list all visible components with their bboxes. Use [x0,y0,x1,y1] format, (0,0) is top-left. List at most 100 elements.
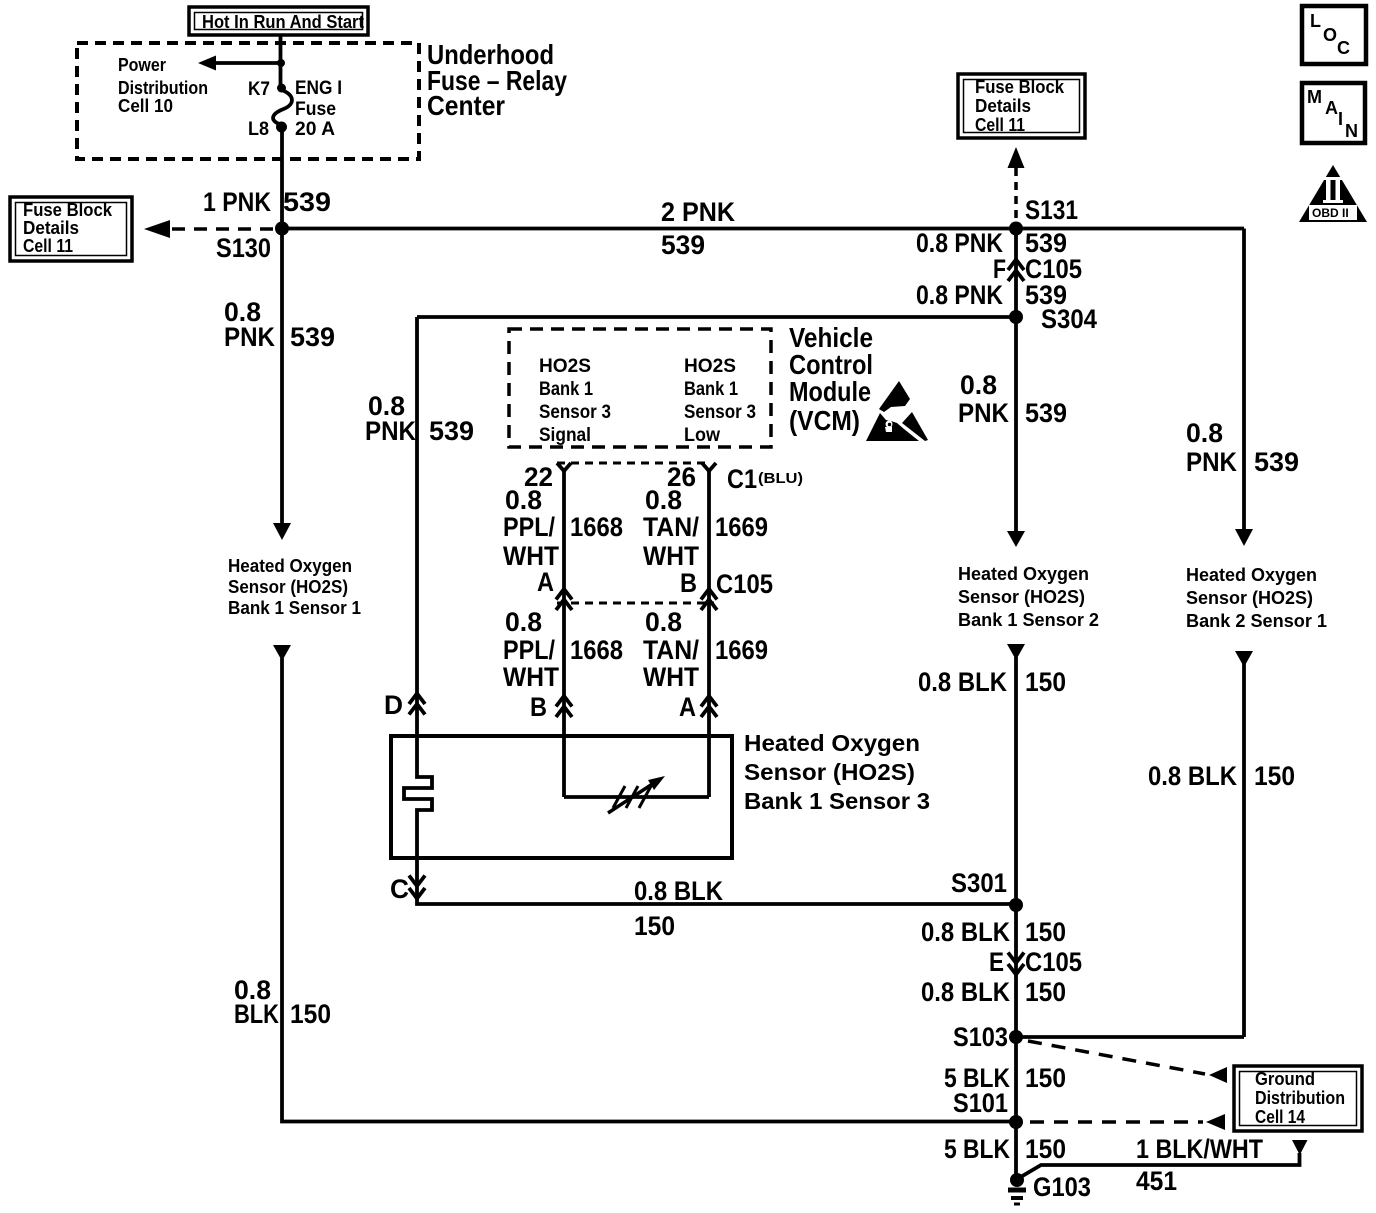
svg-text:Bank 1 Sensor 3: Bank 1 Sensor 3 [744,788,930,814]
svg-text:PPL/: PPL/ [503,512,555,542]
svg-text:S301: S301 [951,868,1007,898]
svg-text:Fuse: Fuse [295,99,336,120]
svg-text:C: C [1337,38,1350,58]
svg-text:Low: Low [684,425,720,446]
svg-text:C: C [390,874,409,904]
svg-text:Bank 1: Bank 1 [684,379,738,400]
svg-text:HO2S: HO2S [684,356,736,377]
svg-text:451: 451 [1136,1166,1177,1196]
svg-text:150: 150 [1025,667,1066,697]
svg-text:0.8: 0.8 [505,607,542,637]
svg-text:Ground: Ground [1255,1069,1315,1089]
svg-text:539: 539 [1025,228,1067,258]
svg-text:0.8 PNK: 0.8 PNK [916,280,1003,310]
svg-text:5 BLK: 5 BLK [944,1134,1010,1164]
svg-text:(VCM): (VCM) [789,405,860,436]
svg-text:150: 150 [1254,761,1295,791]
svg-text:0.8 BLK: 0.8 BLK [921,977,1010,1007]
svg-text:Heated Oxygen: Heated Oxygen [744,730,920,756]
svg-text:Heated Oxygen: Heated Oxygen [1186,565,1317,585]
svg-text:ENG I: ENG I [295,78,342,99]
svg-text:HO2S: HO2S [539,356,591,377]
svg-text:WHT: WHT [643,541,699,571]
svg-text:1669: 1669 [715,512,768,542]
svg-text:1668: 1668 [570,512,623,542]
svg-text:L: L [1310,11,1321,31]
svg-text:Control: Control [789,349,873,380]
svg-text:S130: S130 [216,233,271,263]
svg-text:0.8 PNK: 0.8 PNK [916,228,1003,258]
svg-text:150: 150 [1025,1134,1066,1164]
svg-text:20 A: 20 A [295,119,335,140]
svg-text:B: B [530,692,547,722]
svg-text:F: F [993,254,1006,284]
svg-text:C105: C105 [1025,254,1082,284]
svg-text:Sensor (HO2S): Sensor (HO2S) [958,587,1085,607]
svg-text:Sensor (HO2S): Sensor (HO2S) [228,577,348,597]
svg-text:(BLU): (BLU) [758,470,803,487]
svg-text:150: 150 [1025,977,1066,1007]
svg-text:0.8: 0.8 [960,370,997,400]
svg-text:WHT: WHT [643,662,699,692]
svg-text:Cell 11: Cell 11 [23,236,73,256]
svg-text:539: 539 [1025,280,1067,310]
svg-text:PNK: PNK [224,322,275,352]
svg-text:M: M [1307,87,1322,107]
svg-text:Module: Module [789,376,871,407]
svg-text:Bank 2 Sensor 1: Bank 2 Sensor 1 [1186,611,1327,631]
svg-text:0.8: 0.8 [505,485,542,515]
svg-text:539: 539 [429,416,474,446]
svg-text:N: N [1345,121,1358,141]
svg-text:1 BLK/WHT: 1 BLK/WHT [1136,1134,1263,1164]
svg-text:Details: Details [975,96,1031,116]
svg-text:A: A [679,692,696,722]
svg-text:539: 539 [290,322,335,352]
svg-text:539: 539 [283,187,331,217]
svg-text:S131: S131 [1025,195,1078,225]
svg-text:Bank 1: Bank 1 [539,379,593,400]
svg-text:BLK: BLK [234,999,279,1029]
svg-text:150: 150 [290,999,331,1029]
svg-text:E: E [989,947,1004,977]
svg-text:539: 539 [661,230,705,260]
svg-text:0.8: 0.8 [234,975,271,1005]
svg-text:Distribution: Distribution [118,78,208,98]
svg-text:Cell 10: Cell 10 [118,96,173,116]
svg-text:S103: S103 [953,1022,1008,1052]
svg-text:Hot In Run And Start: Hot In Run And Start [202,12,364,32]
svg-text:C1: C1 [727,464,757,494]
svg-text:Vehicle: Vehicle [789,322,873,353]
svg-text:WHT: WHT [503,541,559,571]
svg-text:5 BLK: 5 BLK [944,1063,1010,1093]
svg-text:1668: 1668 [570,635,623,665]
svg-text:I: I [1338,109,1343,129]
svg-text:Cell 14: Cell 14 [1255,1107,1305,1127]
svg-text:26: 26 [667,462,696,492]
svg-text:PNK: PNK [1186,447,1237,477]
svg-text:0.8: 0.8 [1186,418,1223,448]
svg-text:Sensor 3: Sensor 3 [539,402,611,423]
svg-text:Fuse Block: Fuse Block [23,200,113,220]
svg-text:O: O [1323,25,1337,45]
svg-text:Sensor (HO2S): Sensor (HO2S) [1186,588,1313,608]
svg-text:Heated Oxygen: Heated Oxygen [958,564,1089,584]
svg-text:PNK: PNK [958,398,1009,428]
svg-text:Underhood: Underhood [427,39,554,70]
svg-text:0.8 BLK: 0.8 BLK [634,876,723,906]
svg-text:D: D [384,690,403,720]
svg-text:C105: C105 [716,569,773,599]
svg-text:B: B [680,568,697,598]
svg-text:0.8 BLK: 0.8 BLK [918,667,1007,697]
svg-text:A: A [537,567,554,597]
svg-text:0.8 BLK: 0.8 BLK [921,917,1010,947]
svg-text:Cell 11: Cell 11 [975,115,1025,135]
svg-text:0.8: 0.8 [368,391,405,421]
svg-text:150: 150 [1025,917,1066,947]
svg-text:Bank 1 Sensor 1: Bank 1 Sensor 1 [228,598,361,618]
svg-text:C105: C105 [1025,947,1082,977]
svg-text:0.8: 0.8 [224,297,261,327]
svg-text:539: 539 [1254,447,1299,477]
svg-text:0.8 BLK: 0.8 BLK [1148,761,1237,791]
svg-text:S101: S101 [953,1088,1008,1118]
svg-text:2 PNK: 2 PNK [661,197,735,227]
